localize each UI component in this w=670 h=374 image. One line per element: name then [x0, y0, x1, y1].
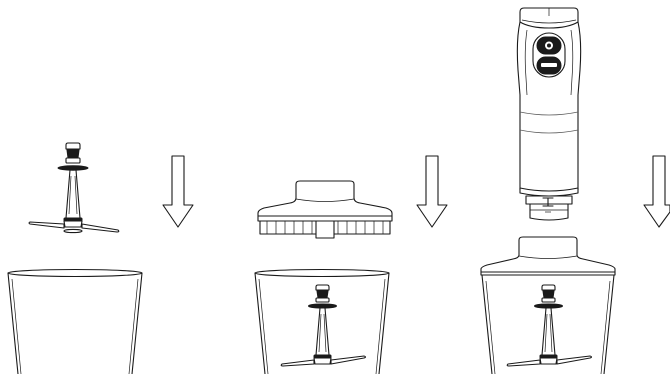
chopper-bowl: [7, 268, 143, 374]
blade-assembly: [28, 142, 120, 234]
motor-handle: [516, 7, 582, 221]
down-arrow-3: [643, 155, 670, 228]
step-1: [7, 142, 194, 374]
down-arrow-2: [416, 155, 448, 228]
step-3: [480, 7, 670, 374]
bowl-lid: [257, 180, 393, 239]
step-2: [254, 155, 448, 374]
chopper-bowl-with-blade: [254, 268, 390, 374]
down-arrow-1: [162, 155, 194, 228]
assembled-chopper: [480, 236, 616, 374]
